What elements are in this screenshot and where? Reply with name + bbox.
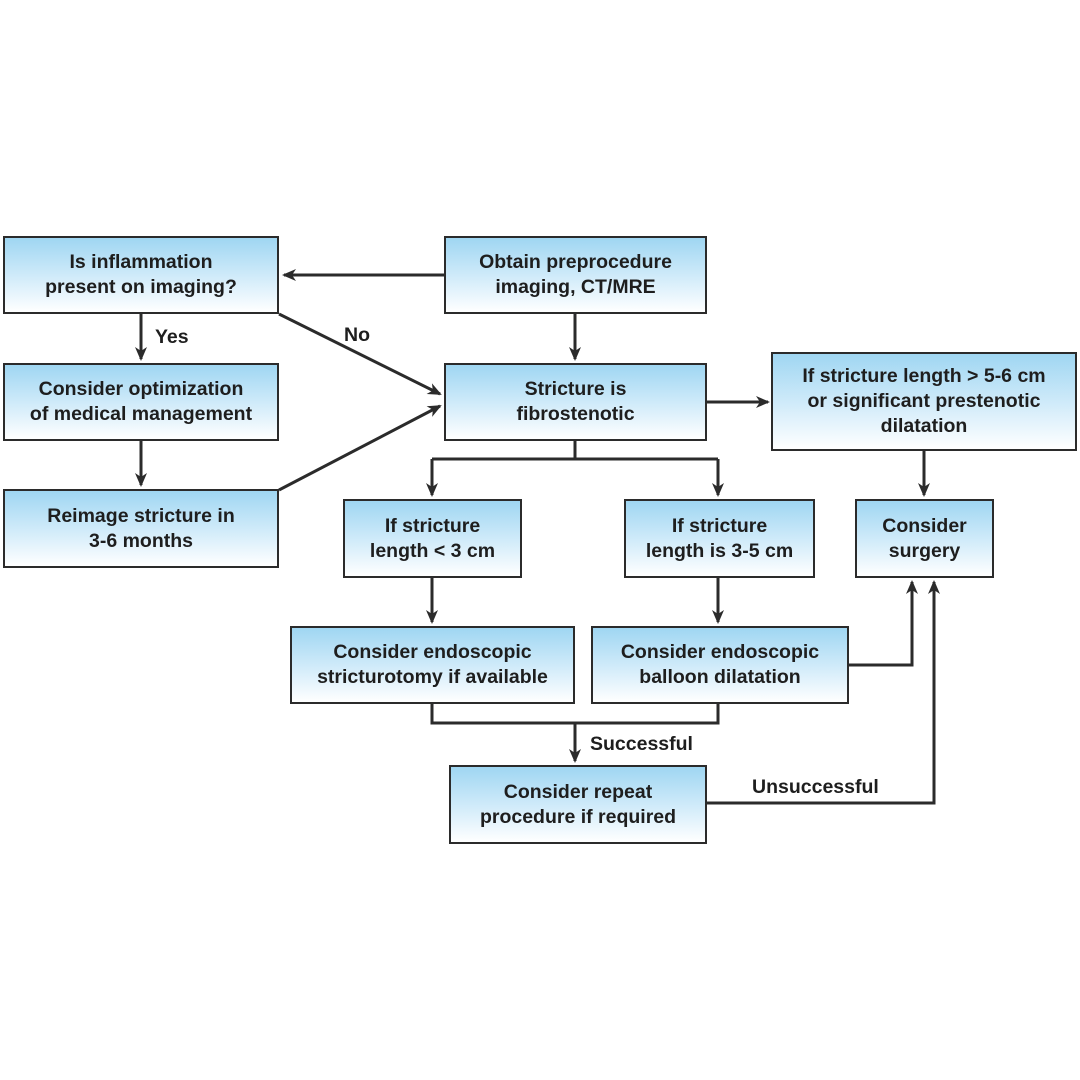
box-fibrostenotic: Stricture is fibrostenotic <box>444 363 707 441</box>
arrow-no <box>278 312 442 396</box>
box-inflammation: Is inflammation present on imaging? <box>3 236 279 314</box>
box-length-lt3: If stricture length < 3 cm <box>343 499 522 578</box>
box-long-stricture: If stricture length > 5-6 cm or signific… <box>771 352 1077 451</box>
arrow-reimage-to-fibrostenotic <box>278 404 442 492</box>
arrow-unsuccessful <box>706 580 940 805</box>
connector-merge <box>430 704 720 725</box>
box-length-3to5: If stricture length is 3-5 cm <box>624 499 815 578</box>
box-stricturotomy: Consider endoscopic stricturotomy if ava… <box>290 626 575 704</box>
box-optimize-medical: Consider optimization of medical managem… <box>3 363 279 441</box>
label-unsuccessful: Unsuccessful <box>752 776 879 798</box>
label-successful: Successful <box>590 733 693 755</box>
label-yes: Yes <box>155 326 189 348</box>
box-balloon-dilatation: Consider endoscopic balloon dilatation <box>591 626 849 704</box>
box-repeat-procedure: Consider repeat procedure if required <box>449 765 707 844</box>
arrow-balloon-to-surgery <box>849 580 918 667</box>
box-surgery: Consider surgery <box>855 499 994 578</box>
label-no: No <box>344 324 370 346</box>
box-obtain-imaging: Obtain preprocedure imaging, CT/MRE <box>444 236 707 314</box>
box-reimage: Reimage stricture in 3-6 months <box>3 489 279 568</box>
